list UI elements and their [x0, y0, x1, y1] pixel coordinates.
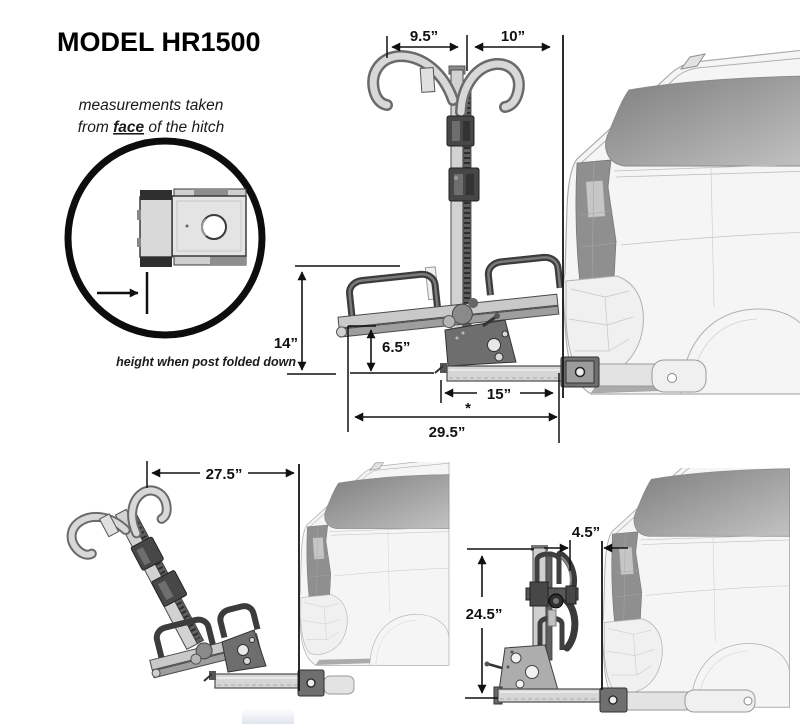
dim-asterisk: * — [465, 400, 471, 417]
stowed-hook-lower — [559, 594, 579, 652]
note: measurements taken from face of the hitc… — [78, 97, 224, 136]
dim-label-arm-length: 15” — [487, 386, 511, 403]
mid-clamp — [525, 581, 579, 627]
rack-folded-up — [484, 545, 628, 713]
pivot-bracket — [444, 313, 517, 367]
vehicle-top — [563, 48, 800, 395]
vehicle-bottom-right — [602, 468, 790, 708]
folded-height-caption: height when post folded down — [116, 355, 296, 369]
strap-buckle — [419, 67, 436, 93]
bike-hook-right — [455, 58, 525, 118]
hitch-arm — [434, 363, 564, 382]
dimension-overlay: 9.5” 10” 14” 6.5” 15” * 29.5” 27.5” 4.5”… — [146, 28, 628, 699]
hitch-receiver-drawing — [137, 188, 247, 267]
vehicle-hitch-tube-bl — [323, 675, 355, 695]
vehicle-hitch-tube-br — [626, 689, 756, 713]
bike-hook-left — [367, 49, 459, 111]
pivot-bracket — [221, 629, 267, 673]
dim-label-post-to-face: 10” — [501, 28, 525, 45]
dim-label-hook-to-post: 9.5” — [410, 28, 438, 45]
dim-label-stowed-height: 24.5” — [466, 606, 503, 623]
hitch-pin — [306, 678, 316, 688]
dim-label-extension: 27.5” — [206, 466, 243, 483]
folded-post — [66, 485, 205, 650]
scene-folded-up — [484, 468, 790, 713]
rack-upright — [336, 49, 600, 388]
wheel-tray-assembly — [336, 253, 564, 338]
vehicle-hitch-tube-top — [598, 359, 707, 393]
hitch-pin — [608, 695, 618, 705]
receiver-collar — [560, 356, 600, 388]
dim-label-tray-height: 6.5” — [382, 339, 410, 356]
page-title: MODEL HR1500 — [57, 27, 261, 57]
scene-upright — [336, 48, 800, 395]
rack-folded-down — [66, 485, 325, 697]
hitch-arm — [203, 671, 301, 689]
page-artifact — [242, 708, 294, 724]
strap-buckle — [98, 513, 120, 538]
hitch-arm — [493, 686, 601, 705]
folded-hook-loop-upper — [534, 551, 562, 584]
post-clamp-lower — [448, 167, 480, 202]
post-clamp-upper — [446, 115, 475, 147]
hitch-pin — [574, 366, 586, 378]
note-line2: from face of the hitch — [78, 119, 224, 136]
hitch-detail — [64, 137, 266, 339]
dim-label-folded-height: 14” — [274, 335, 298, 352]
base-plate — [484, 644, 559, 692]
receiver-collar — [297, 669, 325, 697]
dim-label-clearance: 4.5” — [572, 524, 600, 541]
note-line1: measurements taken — [79, 97, 224, 114]
dim-label-overall-length: 29.5” — [429, 424, 466, 441]
vehicle-bottom-left — [299, 462, 450, 666]
scene-folded-down — [66, 462, 450, 697]
receiver-collar — [599, 687, 628, 713]
